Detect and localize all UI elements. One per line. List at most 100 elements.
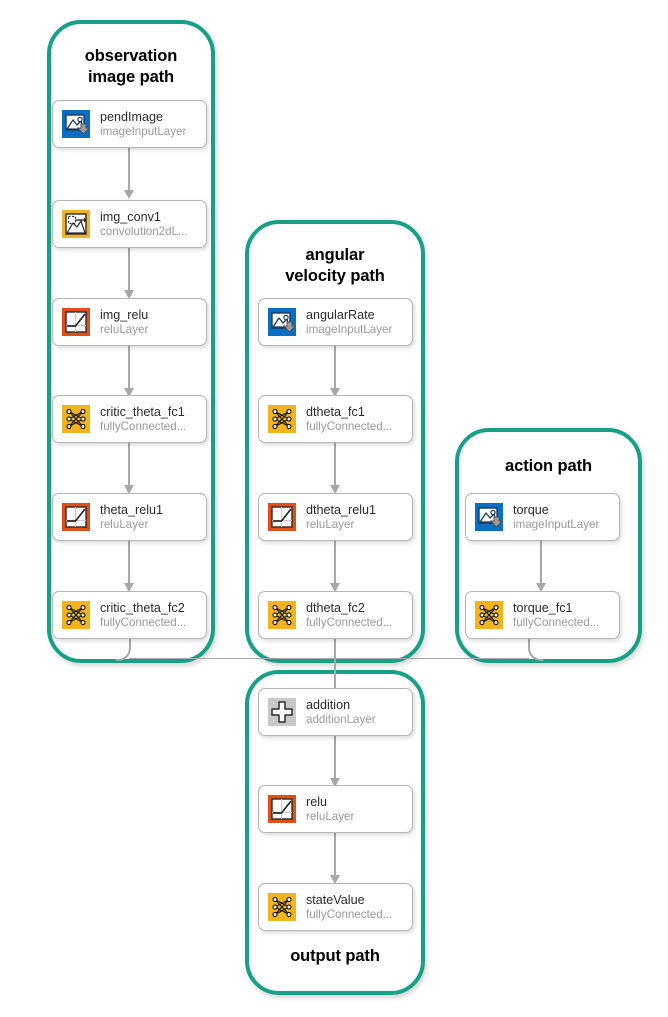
group-title-line-1: action path	[505, 457, 592, 475]
image-input-icon	[266, 306, 298, 338]
arrowhead-stateValue	[329, 875, 340, 884]
connector-critic_theta_fc1-to-theta_relu1	[128, 443, 130, 490]
layer-node-dtheta_fc2[interactable]: dtheta_fc2 fullyConnected...	[258, 591, 413, 639]
connector-dtheta_fc1-to-dtheta_relu1	[334, 443, 336, 490]
layer-type: fullyConnected...	[100, 615, 187, 629]
layer-node-text: img_conv1 convolution2dL...	[100, 210, 188, 239]
group-title-line-2: velocity path	[285, 267, 385, 285]
layer-node-text: critic_theta_fc1 fullyConnected...	[100, 405, 186, 434]
arrowhead-dtheta_relu1	[329, 485, 340, 494]
layer-node-text: dtheta_fc1 fullyConnected...	[306, 405, 392, 434]
group-title-line-2: image path	[87, 68, 175, 86]
layer-node-relu[interactable]: relu reluLayer	[258, 785, 413, 833]
layer-name: dtheta_fc1	[306, 404, 365, 419]
relu-icon	[60, 501, 92, 533]
relu-icon	[60, 306, 92, 338]
layer-name: dtheta_fc2	[306, 600, 365, 615]
layer-name: addition	[306, 697, 351, 712]
merge-bus-left-segment	[129, 658, 335, 659]
layer-node-img_conv1[interactable]: img_conv1 convolution2dL...	[52, 200, 207, 248]
layer-type: fullyConnected...	[306, 615, 393, 629]
convolution2d-icon	[60, 208, 92, 240]
group-title-action-path: action path	[459, 456, 638, 477]
layer-node-text: critic_theta_fc2 fullyConnected...	[100, 601, 186, 630]
group-title-observation-image-path: observation image path	[51, 46, 211, 88]
connector-addition-to-relu	[334, 736, 336, 783]
connector-angularRate-to-dtheta_fc1	[334, 346, 336, 393]
layer-type: imageInputLayer	[100, 124, 187, 138]
relu-icon	[266, 501, 298, 533]
layer-node-dtheta_fc1[interactable]: dtheta_fc1 fullyConnected...	[258, 395, 413, 443]
layer-node-text: theta_relu1 reluLayer	[100, 503, 163, 532]
layer-name: img_relu	[100, 307, 149, 322]
connector-torque-to-torque_fc1	[540, 541, 542, 588]
layer-node-pendImage[interactable]: pendImage imageInputLayer	[52, 100, 207, 148]
arrowhead-critic_theta_fc1	[123, 388, 134, 397]
image-input-icon	[473, 501, 505, 533]
layer-name: angularRate	[306, 307, 375, 322]
layer-node-angularRate[interactable]: angularRate imageInputLayer	[258, 298, 413, 346]
arrowhead-theta_relu1	[123, 485, 134, 494]
fully-connected-icon	[60, 403, 92, 435]
relu-icon	[266, 793, 298, 825]
connector-dtheta_fc2-to-addition	[334, 639, 336, 695]
arrowhead-torque_fc1	[535, 583, 546, 592]
fully-connected-icon	[473, 599, 505, 631]
connector-img_conv1-to-img_relu	[128, 248, 130, 295]
layer-node-text: addition additionLayer	[306, 698, 376, 727]
layer-name: critic_theta_fc1	[100, 404, 185, 419]
group-title-line-1: output path	[290, 947, 380, 965]
layer-type: additionLayer	[306, 712, 376, 726]
layer-name: torque_fc1	[513, 600, 573, 615]
arrowhead-dtheta_fc1	[329, 388, 340, 397]
addition-icon	[266, 696, 298, 728]
layer-name: img_conv1	[100, 209, 161, 224]
layer-type: fullyConnected...	[100, 419, 187, 433]
layer-name: torque	[513, 502, 549, 517]
arrowhead-dtheta_fc2	[329, 583, 340, 592]
layer-node-text: dtheta_fc2 fullyConnected...	[306, 601, 392, 630]
connector-relu-to-stateValue	[334, 833, 336, 880]
layer-type: reluLayer	[100, 322, 149, 336]
layer-node-text: stateValue fullyConnected...	[306, 893, 392, 922]
layer-node-addition[interactable]: addition additionLayer	[258, 688, 413, 736]
layer-node-stateValue[interactable]: stateValue fullyConnected...	[258, 883, 413, 931]
layer-node-torque[interactable]: torque imageInputLayer	[465, 493, 620, 541]
group-title-angular-velocity-path: angular velocity path	[249, 245, 421, 287]
layer-node-theta_relu1[interactable]: theta_relu1 reluLayer	[52, 493, 207, 541]
layer-node-text: img_relu reluLayer	[100, 308, 148, 337]
layer-name: theta_relu1	[100, 502, 164, 517]
layer-node-img_relu[interactable]: img_relu reluLayer	[52, 298, 207, 346]
group-title-output-path: output path	[249, 946, 421, 967]
layer-type: imageInputLayer	[306, 322, 393, 336]
layer-type: imageInputLayer	[513, 517, 600, 531]
fully-connected-icon	[266, 403, 298, 435]
layer-node-torque_fc1[interactable]: torque_fc1 fullyConnected...	[465, 591, 620, 639]
group-title-line-1: observation	[84, 47, 178, 65]
arrowhead-critic_theta_fc2	[123, 583, 134, 592]
fully-connected-icon	[60, 599, 92, 631]
layer-node-dtheta_relu1[interactable]: dtheta_relu1 reluLayer	[258, 493, 413, 541]
layer-name: pendImage	[100, 109, 164, 124]
connector-img_relu-to-critic_theta_fc1	[128, 346, 130, 393]
layer-type: fullyConnected...	[513, 615, 600, 629]
layer-type: reluLayer	[100, 517, 149, 531]
connector-dtheta_relu1-to-dtheta_fc2	[334, 541, 336, 588]
connector-theta_relu1-to-critic_theta_fc2	[128, 541, 130, 588]
layer-node-text: torque imageInputLayer	[513, 503, 599, 532]
layer-type: reluLayer	[306, 809, 355, 823]
layer-name: critic_theta_fc2	[100, 600, 185, 615]
layer-type: convolution2dL...	[100, 224, 188, 238]
connector-torque_fc1-to-merge-bus	[528, 639, 543, 661]
fully-connected-icon	[266, 599, 298, 631]
layer-type: fullyConnected...	[306, 419, 393, 433]
layer-node-critic_theta_fc1[interactable]: critic_theta_fc1 fullyConnected...	[52, 395, 207, 443]
layer-name: dtheta_relu1	[306, 502, 377, 517]
layer-node-text: pendImage imageInputLayer	[100, 110, 186, 139]
fully-connected-icon	[266, 891, 298, 923]
layer-node-text: dtheta_relu1 reluLayer	[306, 503, 376, 532]
arrowhead-relu	[329, 778, 340, 787]
layer-node-critic_theta_fc2[interactable]: critic_theta_fc2 fullyConnected...	[52, 591, 207, 639]
arrowhead-img_conv1	[123, 190, 134, 199]
